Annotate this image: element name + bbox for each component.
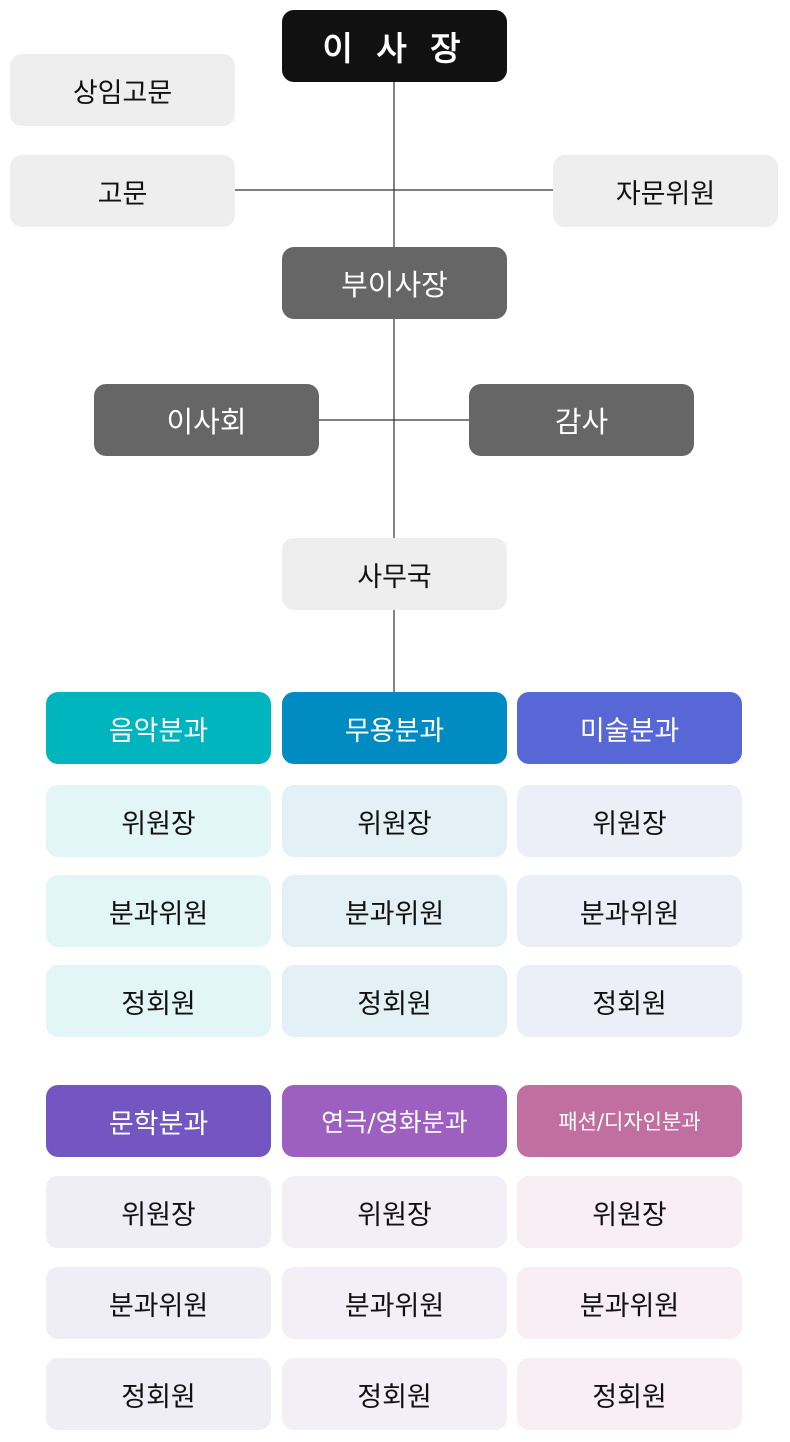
division-label: 미술분과 <box>579 715 680 747</box>
chairman-label: 이 사 장 <box>322 29 467 68</box>
member-label: 분과위원 <box>108 1290 209 1322</box>
member-label: 위원장 <box>592 808 667 840</box>
member-committee: 분과위원 <box>517 875 742 947</box>
division-art: 미술분과 <box>517 692 742 764</box>
chairman-box: 이 사 장 <box>282 10 507 82</box>
member-regular: 정회원 <box>46 1358 271 1430</box>
division-theater-film: 연극/영화분과 <box>282 1085 507 1157</box>
member-label: 분과위원 <box>579 1290 680 1322</box>
member-regular: 정회원 <box>517 965 742 1037</box>
member-committee: 분과위원 <box>46 875 271 947</box>
member-label: 정회원 <box>121 1381 196 1413</box>
member-label: 정회원 <box>592 1381 667 1413</box>
member-chair: 위원장 <box>517 1176 742 1248</box>
member-label: 위원장 <box>121 1199 196 1231</box>
member-regular: 정회원 <box>282 965 507 1037</box>
member-chair: 위원장 <box>517 785 742 857</box>
division-music: 음악분과 <box>46 692 271 764</box>
member-label: 분과위원 <box>344 1290 445 1322</box>
member-label: 분과위원 <box>579 898 680 930</box>
member-label: 위원장 <box>592 1199 667 1231</box>
member-label: 정회원 <box>592 988 667 1020</box>
member-label: 정회원 <box>357 1381 432 1413</box>
member-chair: 위원장 <box>282 785 507 857</box>
member-label: 정회원 <box>121 988 196 1020</box>
member-label: 정회원 <box>357 988 432 1020</box>
member-committee: 분과위원 <box>46 1267 271 1339</box>
division-dance: 무용분과 <box>282 692 507 764</box>
division-fashion-design: 패션/디자인분과 <box>517 1085 742 1157</box>
vice-chairman-label: 부이사장 <box>341 268 448 302</box>
division-label: 무용분과 <box>344 715 445 747</box>
secretariat-label: 사무국 <box>357 561 432 593</box>
board-label: 이사회 <box>166 405 247 439</box>
standing-advisor-box: 상임고문 <box>10 54 235 126</box>
auditor-label: 감사 <box>554 405 609 439</box>
member-regular: 정회원 <box>46 965 271 1037</box>
vice-chairman-box: 부이사장 <box>282 247 507 319</box>
division-label: 연극/영화분과 <box>321 1108 468 1137</box>
consultant-label: 자문위원 <box>615 178 716 210</box>
member-regular: 정회원 <box>282 1358 507 1430</box>
division-literature: 문학분과 <box>46 1085 271 1157</box>
member-label: 위원장 <box>121 808 196 840</box>
member-label: 위원장 <box>357 808 432 840</box>
standing-advisor-label: 상임고문 <box>72 77 173 109</box>
member-committee: 분과위원 <box>282 1267 507 1339</box>
member-regular: 정회원 <box>517 1358 742 1430</box>
member-label: 분과위원 <box>108 898 209 930</box>
member-chair: 위원장 <box>46 785 271 857</box>
division-label: 문학분과 <box>108 1108 209 1140</box>
division-label: 패션/디자인분과 <box>558 1110 701 1134</box>
auditor-box: 감사 <box>469 384 694 456</box>
member-label: 분과위원 <box>344 898 445 930</box>
member-committee: 분과위원 <box>517 1267 742 1339</box>
division-label: 음악분과 <box>108 715 209 747</box>
advisor-label: 고문 <box>97 178 148 210</box>
member-committee: 분과위원 <box>282 875 507 947</box>
consultant-box: 자문위원 <box>553 155 778 227</box>
advisor-box: 고문 <box>10 155 235 227</box>
member-label: 위원장 <box>357 1199 432 1231</box>
member-chair: 위원장 <box>46 1176 271 1248</box>
member-chair: 위원장 <box>282 1176 507 1248</box>
secretariat-box: 사무국 <box>282 538 507 610</box>
board-box: 이사회 <box>94 384 319 456</box>
